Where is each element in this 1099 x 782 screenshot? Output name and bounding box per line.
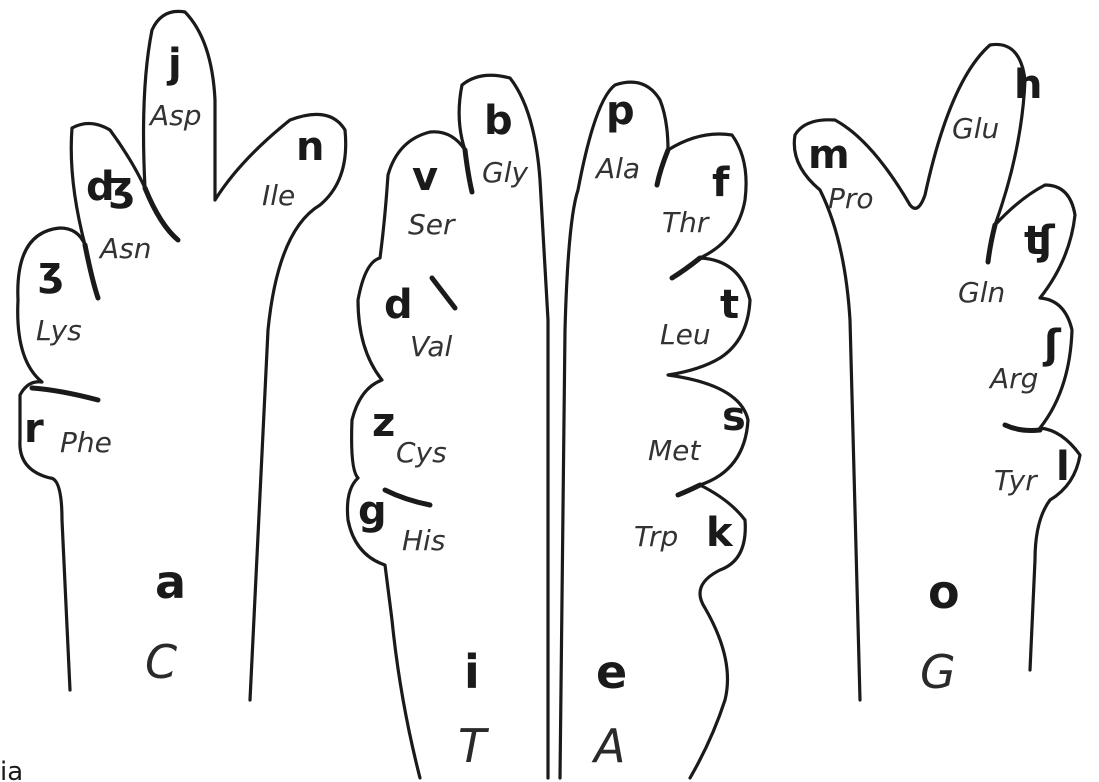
- hand-t-outline: [345, 73, 550, 780]
- base-letter-i: i: [464, 645, 480, 699]
- amino-acid-gly: Gly: [482, 156, 528, 189]
- hand-a-fold-2: [669, 255, 703, 281]
- amino-acid-cys: Cys: [396, 436, 447, 469]
- amino-acid-leu: Leu: [660, 318, 711, 351]
- hand-g: h Glu m Pro ʧ Gln ʃ Arg l Tyr o G: [792, 42, 1082, 702]
- hand-a-fold-1: [654, 147, 671, 188]
- hand-g-fold-1: [1002, 422, 1043, 433]
- amino-acid-glu: Glu: [952, 112, 999, 145]
- letter-ezh: ʒ: [38, 249, 64, 295]
- amino-acid-lys: Lys: [36, 314, 82, 347]
- letter-f: f: [712, 160, 730, 206]
- amino-acid-tyr: Tyr: [994, 464, 1038, 497]
- letter-h: h: [1014, 62, 1042, 108]
- hand-c-fold-2: [82, 242, 101, 301]
- amino-acid-pro: Pro: [828, 182, 874, 215]
- letter-p: p: [606, 88, 635, 134]
- hand-t-fold-2: [462, 147, 475, 195]
- letter-d: d: [384, 282, 413, 328]
- base-letter-o: o: [928, 565, 960, 619]
- letter-dz: ʤ: [86, 164, 135, 210]
- letter-n: n: [296, 124, 324, 170]
- letter-k: k: [706, 510, 734, 556]
- hand-c-fold-1: [29, 385, 101, 403]
- letter-r: r: [24, 406, 44, 452]
- letter-t: t: [720, 282, 739, 328]
- letter-z: z: [372, 400, 395, 446]
- hand-t-fold-3: [382, 487, 433, 508]
- amino-acid-asn: Asn: [98, 232, 152, 265]
- amino-acid-met: Met: [648, 434, 701, 467]
- hand-a-outline: [558, 80, 752, 780]
- letter-esh: ʃ: [1042, 322, 1062, 368]
- caption-fragment: ia: [0, 757, 23, 782]
- nucleotide-t: T: [458, 719, 490, 773]
- hand-c: j Asp n Ile ʤ Asn ʒ Lys r Phe a C: [16, 9, 348, 702]
- hand-a-fold-3: [675, 482, 703, 498]
- letter-b: b: [484, 98, 513, 144]
- amino-acid-arg: Arg: [988, 362, 1038, 395]
- amino-acid-asp: Asp: [148, 99, 202, 132]
- hand-c-outline: [16, 9, 348, 702]
- amino-acid-ala: Ala: [594, 152, 640, 185]
- nucleotide-c: C: [145, 635, 177, 689]
- hand-g-fold-2: [985, 222, 998, 265]
- nucleotide-a: A: [591, 719, 625, 773]
- hand-t: b Gly v Ser d Val z Cys g His i T: [345, 73, 550, 780]
- amino-acid-phe: Phe: [60, 426, 112, 459]
- base-letter-a: a: [155, 555, 186, 609]
- amino-acid-ile: Ile: [262, 179, 295, 212]
- amino-acid-his: His: [402, 524, 445, 557]
- amino-acid-val: Val: [410, 330, 453, 363]
- letter-tsh: ʧ: [1024, 218, 1056, 264]
- base-letter-e: e: [596, 645, 627, 699]
- amino-acid-thr: Thr: [662, 206, 710, 239]
- letter-g: g: [358, 488, 387, 534]
- amino-acid-ser: Ser: [408, 208, 456, 241]
- letter-j: j: [166, 41, 182, 87]
- letter-v: v: [412, 154, 438, 200]
- hand-c-fold-3: [142, 185, 181, 243]
- letter-m: m: [808, 132, 850, 178]
- amino-acid-trp: Trp: [634, 520, 678, 553]
- nucleotide-g: G: [920, 645, 956, 699]
- hand-a: p Ala f Thr t Leu s Met k Trp e A: [558, 80, 752, 780]
- amino-acid-gln: Gln: [958, 276, 1005, 309]
- hand-t-fold-1: [429, 275, 458, 311]
- letter-s: s: [722, 394, 746, 440]
- letter-l: l: [1056, 444, 1070, 490]
